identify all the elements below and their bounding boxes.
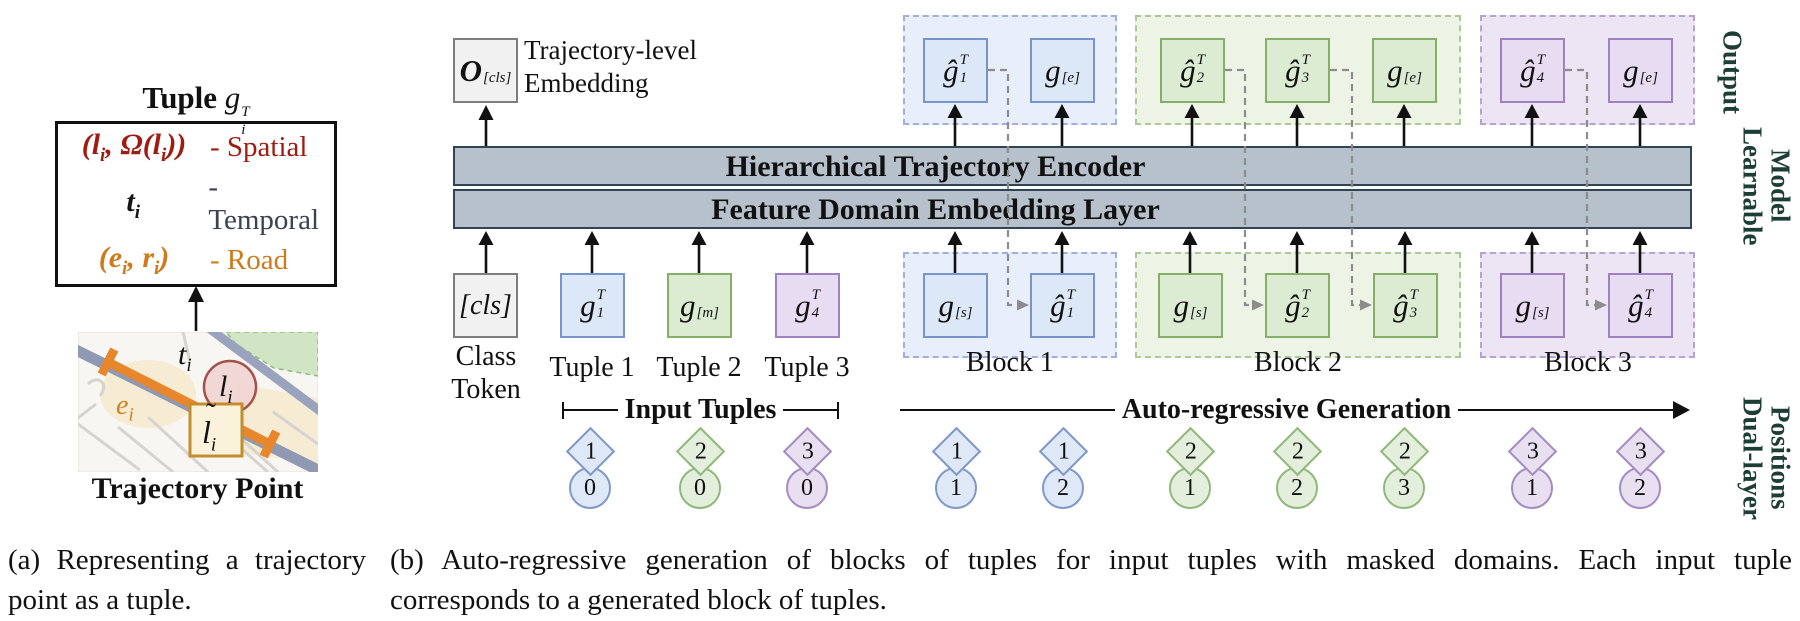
side-label-output: Output bbox=[1717, 29, 1748, 115]
matched-point-square bbox=[188, 402, 244, 458]
trajectory-point-label: Trajectory Point bbox=[91, 472, 304, 505]
tuple-1-label: Tuple 1 bbox=[549, 352, 635, 383]
feature-embedding-label: Feature Domain Embedding Layer bbox=[711, 192, 1160, 226]
arrow-head-icon bbox=[1673, 401, 1691, 419]
tuple-definition-box: (li, Ω(li)) - Spatial ti - Temporal (ei,… bbox=[55, 121, 337, 287]
matched-point-symbol: ˜li bbox=[202, 397, 217, 456]
map-image bbox=[78, 332, 318, 472]
block-1-label: Block 1 bbox=[966, 347, 1054, 378]
block-2-label: Block 2 bbox=[1254, 347, 1342, 378]
caption-a-line1: (a) Representing a trajectory bbox=[8, 544, 366, 576]
caption-a-line2: point as a tuple. bbox=[8, 584, 192, 617]
feature-embedding-bar bbox=[453, 189, 1692, 229]
road-edge-symbol: ei bbox=[116, 390, 134, 426]
input-tuples-bracket: Input Tuples bbox=[562, 394, 840, 426]
tuple-row-road: (ei, ri) - Road bbox=[98, 241, 289, 279]
temporal-symbol: ti bbox=[178, 338, 192, 376]
hierarchical-encoder-label: Hierarchical Trajectory Encoder bbox=[725, 149, 1146, 183]
tuple-row-temporal: ti - Temporal bbox=[58, 171, 334, 237]
trajectory-embedding-label: Trajectory-level Embedding bbox=[524, 35, 697, 98]
hierarchical-encoder-bar bbox=[453, 146, 1692, 186]
tuple-title-word: Tuple bbox=[142, 80, 218, 115]
input-token-gm: g[m] bbox=[667, 273, 732, 338]
autoregressive-arrow: Auto-regressive Generation bbox=[900, 394, 1691, 426]
map-secondary-road bbox=[206, 332, 318, 416]
input-to-encoder-arrowheads bbox=[478, 231, 1648, 245]
temporal-label: - Temporal bbox=[208, 171, 320, 236]
caption-a: (a) Representing a trajectory point as a… bbox=[8, 540, 366, 620]
tuple-3-label: Tuple 3 bbox=[764, 352, 850, 383]
gps-point-symbol: li bbox=[219, 370, 233, 408]
input-tuples-label: Input Tuples bbox=[624, 394, 777, 425]
road-label: - Road bbox=[210, 244, 289, 276]
output-token-ge-1: g[e] bbox=[1030, 38, 1095, 103]
input-token-gs-2: g[s] bbox=[1158, 273, 1223, 338]
tuple-row-spatial: (li, Ω(li)) - Spatial bbox=[81, 128, 308, 166]
block-3-label: Block 3 bbox=[1544, 347, 1632, 378]
output-token-ge-2: g[e] bbox=[1372, 38, 1437, 103]
autoregressive-label: Auto-regressive Generation bbox=[1121, 394, 1452, 425]
output-token-ge-3: g[e] bbox=[1608, 38, 1673, 103]
map-to-tuple-arrow bbox=[188, 286, 204, 331]
tuple-2-label: Tuple 2 bbox=[656, 352, 742, 383]
spatial-label: - Spatial bbox=[210, 131, 308, 163]
caption-b: (b) Auto-regressive generation of blocks… bbox=[390, 540, 1792, 620]
input-token-gs-3: g[s] bbox=[1500, 273, 1565, 338]
input-token-gs-1: g[s] bbox=[923, 273, 988, 338]
input-token-cls: [cls] bbox=[453, 273, 518, 338]
caption-b-line2: corresponds to a generated block of tupl… bbox=[390, 584, 887, 617]
caption-b-line1: (b) Auto-regressive generation of blocks… bbox=[390, 544, 1792, 576]
trajectory-embedding-box: O[cls] bbox=[453, 38, 518, 103]
